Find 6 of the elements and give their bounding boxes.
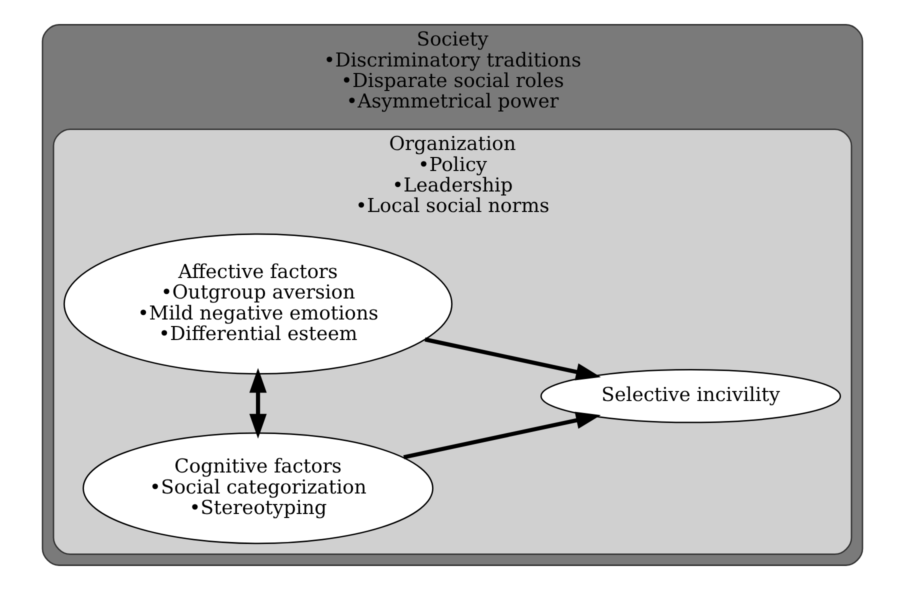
node-ellipse: Selective incivility xyxy=(540,369,841,424)
arrow xyxy=(402,412,600,460)
node-ellipse: Cognitive factors •Social categorization •Stereotyping xyxy=(82,432,433,544)
arrow xyxy=(248,368,266,439)
node-ellipse: Affective factors •Outgroup aversion •Mild negative emotions •Differential esteem xyxy=(63,233,452,375)
arrow xyxy=(424,337,600,380)
